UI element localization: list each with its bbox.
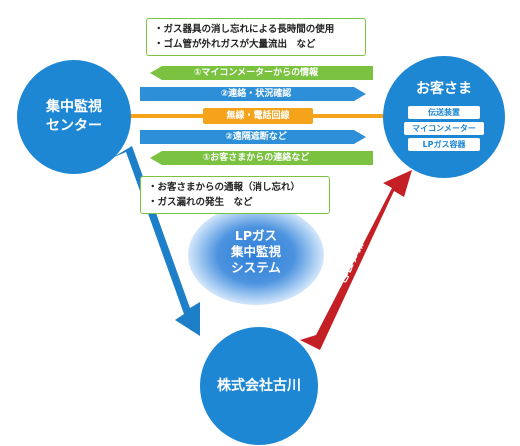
company-node-title: 株式会社古川	[217, 377, 301, 394]
band-2-arrow	[140, 87, 366, 101]
band-4-label: ①お客さまからの連絡など	[202, 153, 310, 163]
bottom-note-line-2: ・ガス漏れの発生 など	[148, 197, 253, 208]
dispatch-arrow	[112, 146, 200, 336]
emergency-arrow	[300, 170, 412, 350]
band-3-label: ②遠隔遮断など	[225, 132, 287, 142]
customer-node-title: お客さま	[416, 81, 472, 97]
band-3-arrow	[140, 130, 366, 144]
device-micom-meter: マイコンメーター	[404, 122, 484, 135]
line-label-box: 無線・電話回線	[203, 108, 313, 124]
company-node: 株式会社古川	[200, 327, 318, 445]
top-note-line-1: ・ガス器具の消し忘れによる長時間の使用	[154, 24, 335, 35]
center-node-title: 集中監視 センター	[46, 99, 102, 134]
system-label: LPガス 集中監視 システム	[230, 228, 281, 275]
device-lpgas-cylinder: LPガス容器	[408, 138, 480, 151]
band-4-arrow	[150, 151, 373, 165]
bottom-note-line-1: ・お客さまからの通報（消し忘れ）	[148, 182, 301, 193]
top-note-line-2: ・ゴム管が外れガスが大量流出 など	[154, 39, 316, 50]
band-2-label: ②連絡・状況確認	[220, 89, 292, 99]
system-glow	[188, 205, 324, 305]
customer-node: お客さま 伝送装置 マイコンメーター LPガス容器	[383, 56, 505, 178]
line-label: 無線・電話回線	[226, 111, 290, 121]
device-transmitter: 伝送装置	[408, 106, 480, 119]
bottom-note: ・お客さまからの通報（消し忘れ） ・ガス漏れの発生 など	[140, 176, 330, 214]
band-1-arrow	[150, 66, 373, 80]
band-1-label: ①マイコンメーターからの情報	[193, 68, 319, 78]
top-note: ・ガス器具の消し忘れによる長時間の使用 ・ゴム管が外れガスが大量流出 など	[146, 18, 366, 56]
center-node: 集中監視 センター	[17, 60, 131, 174]
